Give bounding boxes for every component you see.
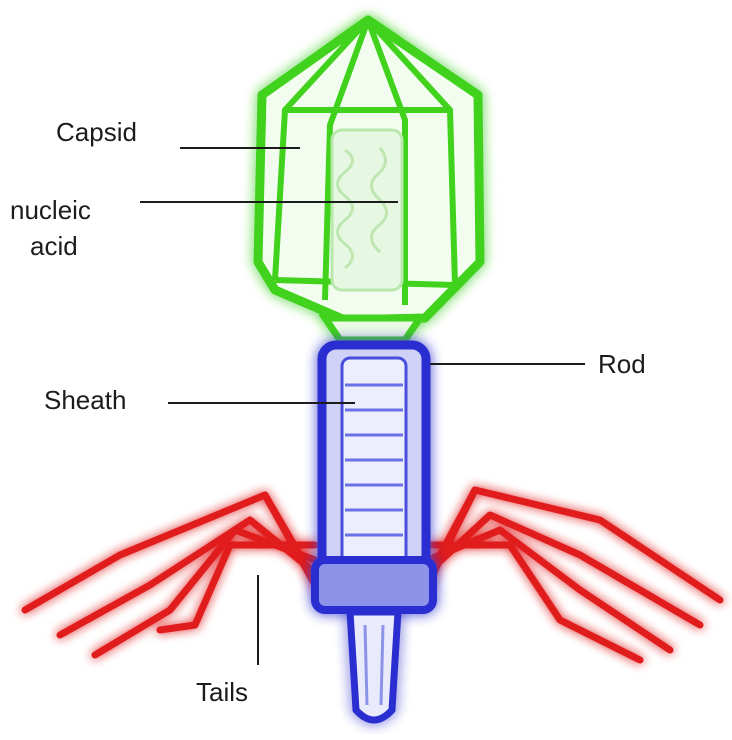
label-rod: Rod: [598, 348, 646, 380]
sheath-inner: [342, 358, 406, 580]
tail-fiber-right-4: [428, 545, 640, 660]
tail-pin: [350, 612, 398, 720]
label-nucleic-acid-line2: acid: [30, 230, 78, 262]
label-sheath: Sheath: [44, 384, 126, 416]
tail-fiber-right-2: [425, 515, 700, 625]
label-nucleic-acid-line1: nucleic: [10, 194, 91, 226]
base-plate: [315, 560, 433, 610]
capsid-head: [258, 20, 480, 340]
tail-fiber-left-2: [60, 520, 318, 635]
capsid-collar: [325, 318, 420, 340]
sheath-rod: [315, 345, 433, 720]
label-tails: Tails: [196, 676, 248, 708]
nucleic-acid: [332, 130, 402, 290]
label-capsid: Capsid: [56, 116, 137, 148]
